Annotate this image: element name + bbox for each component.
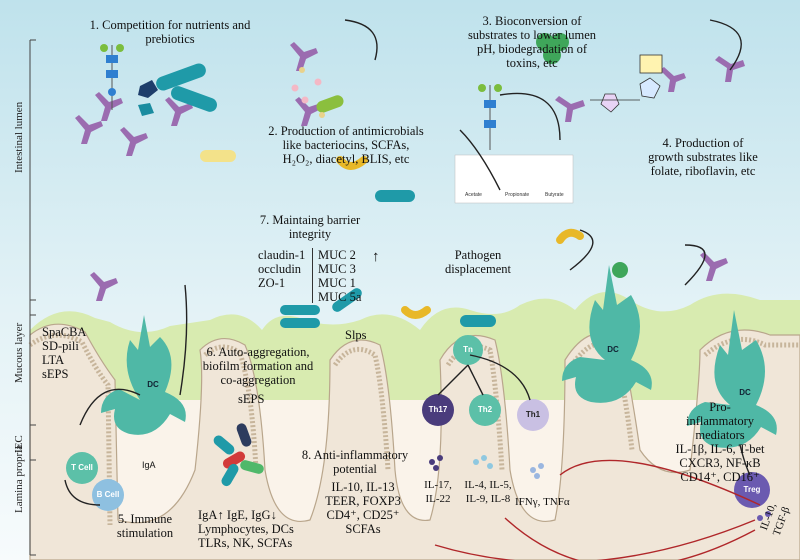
scfa-acetate: Acetate	[465, 192, 482, 198]
inhibit-line-1	[559, 459, 761, 506]
arrow-4	[709, 19, 742, 71]
muc-list: MUC 2 MUC 3 MUC 1 MUC 5a	[318, 248, 362, 304]
th1-cytokines: IFNγ, TNFα	[515, 496, 570, 508]
slps-label: Slps	[345, 328, 367, 342]
arrow-10	[437, 364, 469, 396]
mechanism-6: 6. Auto-aggregation, biofilm formation a…	[202, 345, 314, 387]
tight-junction-list: claudin-1 occludin ZO-1	[258, 248, 306, 290]
mechanism-2: 2. Production of antimicrobials like bac…	[268, 124, 424, 166]
dc-label-2: DC	[607, 345, 619, 354]
th2-cell-icon	[469, 394, 501, 426]
arrow-13	[739, 444, 751, 476]
b-cell-icon	[92, 479, 124, 511]
label-intestinal-lumen: Intestinal lumen	[13, 101, 25, 173]
seps-label: sEPS	[238, 392, 265, 406]
mechanism-1: 1. Competition for nutrients and prebiot…	[89, 18, 251, 46]
probiotic-bacteria-icon	[156, 63, 496, 328]
mechanism-4: 4. Production of growth substrates like …	[648, 136, 758, 178]
arrow-1	[344, 19, 378, 61]
arrow-8	[179, 284, 188, 396]
arrow-3	[459, 129, 501, 191]
pathogen-displacement-label: Pathogen displacement	[445, 248, 511, 276]
th17-cytokines: IL-17, IL-22	[424, 479, 452, 505]
treg-label: Treg	[743, 485, 761, 494]
treg-cell-icon	[734, 472, 770, 508]
mechanism-5: 5. Immune stimulation	[116, 512, 174, 540]
scfa-box	[454, 154, 574, 204]
mechanism-3: 3. Bioconversion of substrates to lower …	[467, 14, 597, 70]
biofilm-icon	[213, 423, 264, 487]
th2-cytokines: IL-4, IL-5, IL-9, IL-8	[464, 479, 512, 505]
b-cell-label: B Cell	[96, 490, 120, 499]
arrow-5	[569, 229, 594, 271]
th1-cell-icon	[517, 399, 549, 431]
barrier-divider	[312, 248, 313, 303]
adhesin-list: SpaCBA SD-pili LTA sEPS	[42, 325, 87, 381]
scfa-propionate: Propionate	[505, 192, 530, 198]
t-cell-label: T Cell	[71, 463, 93, 472]
dc-label-1: DC	[147, 380, 159, 389]
arrow-12	[469, 354, 531, 401]
iga-label: IgA	[142, 460, 156, 470]
anti-inflam-list: IL-10, IL-13 TEER, FOXP3 CD4⁺, CD25⁺ SCF…	[325, 480, 401, 536]
folate-icon	[590, 54, 663, 113]
up-arrow: ↑	[372, 249, 380, 265]
antimicrobial-particles	[291, 33, 628, 278]
label-mucous-layer: Mucous layer	[13, 322, 25, 383]
mechanism-8: 8. Anti-inflammatory potential	[301, 448, 409, 476]
arrow-6	[684, 244, 706, 286]
pathogen-icon	[200, 95, 584, 319]
pro-inflam-list: Pro- inflammatory mediators IL-1β, IL-6,…	[675, 400, 765, 484]
dc-label-3: DC	[739, 388, 751, 397]
tn-label: Tn	[463, 345, 473, 354]
th17-cell-icon	[422, 394, 454, 426]
immune-list: IgA↑ IgE, IgG↓ Lymphocytes, DCs TLRs, NK…	[198, 508, 294, 550]
cytokine-dots	[429, 455, 771, 521]
th17-label: Th17	[428, 405, 448, 414]
th1-label: Th1	[525, 410, 541, 419]
t-cell-icon	[66, 452, 98, 484]
arrow-7	[79, 388, 141, 426]
scfa-butyrate: Butyrate	[545, 192, 564, 198]
tn-cell-icon	[453, 335, 483, 365]
inhibit-line-2	[434, 519, 756, 560]
th2-label: Th2	[477, 405, 493, 414]
label-lamina-propria: Lamina propria	[13, 444, 25, 513]
arrow-9	[64, 479, 101, 506]
arrow-11	[467, 364, 484, 396]
arrow-2	[499, 92, 561, 141]
dendritic-cell-icon	[101, 265, 777, 448]
mechanism-7: 7. Maintaing barrier integrity	[259, 213, 361, 241]
inhibit-line-3	[504, 517, 756, 560]
glycan-icon	[100, 44, 502, 150]
